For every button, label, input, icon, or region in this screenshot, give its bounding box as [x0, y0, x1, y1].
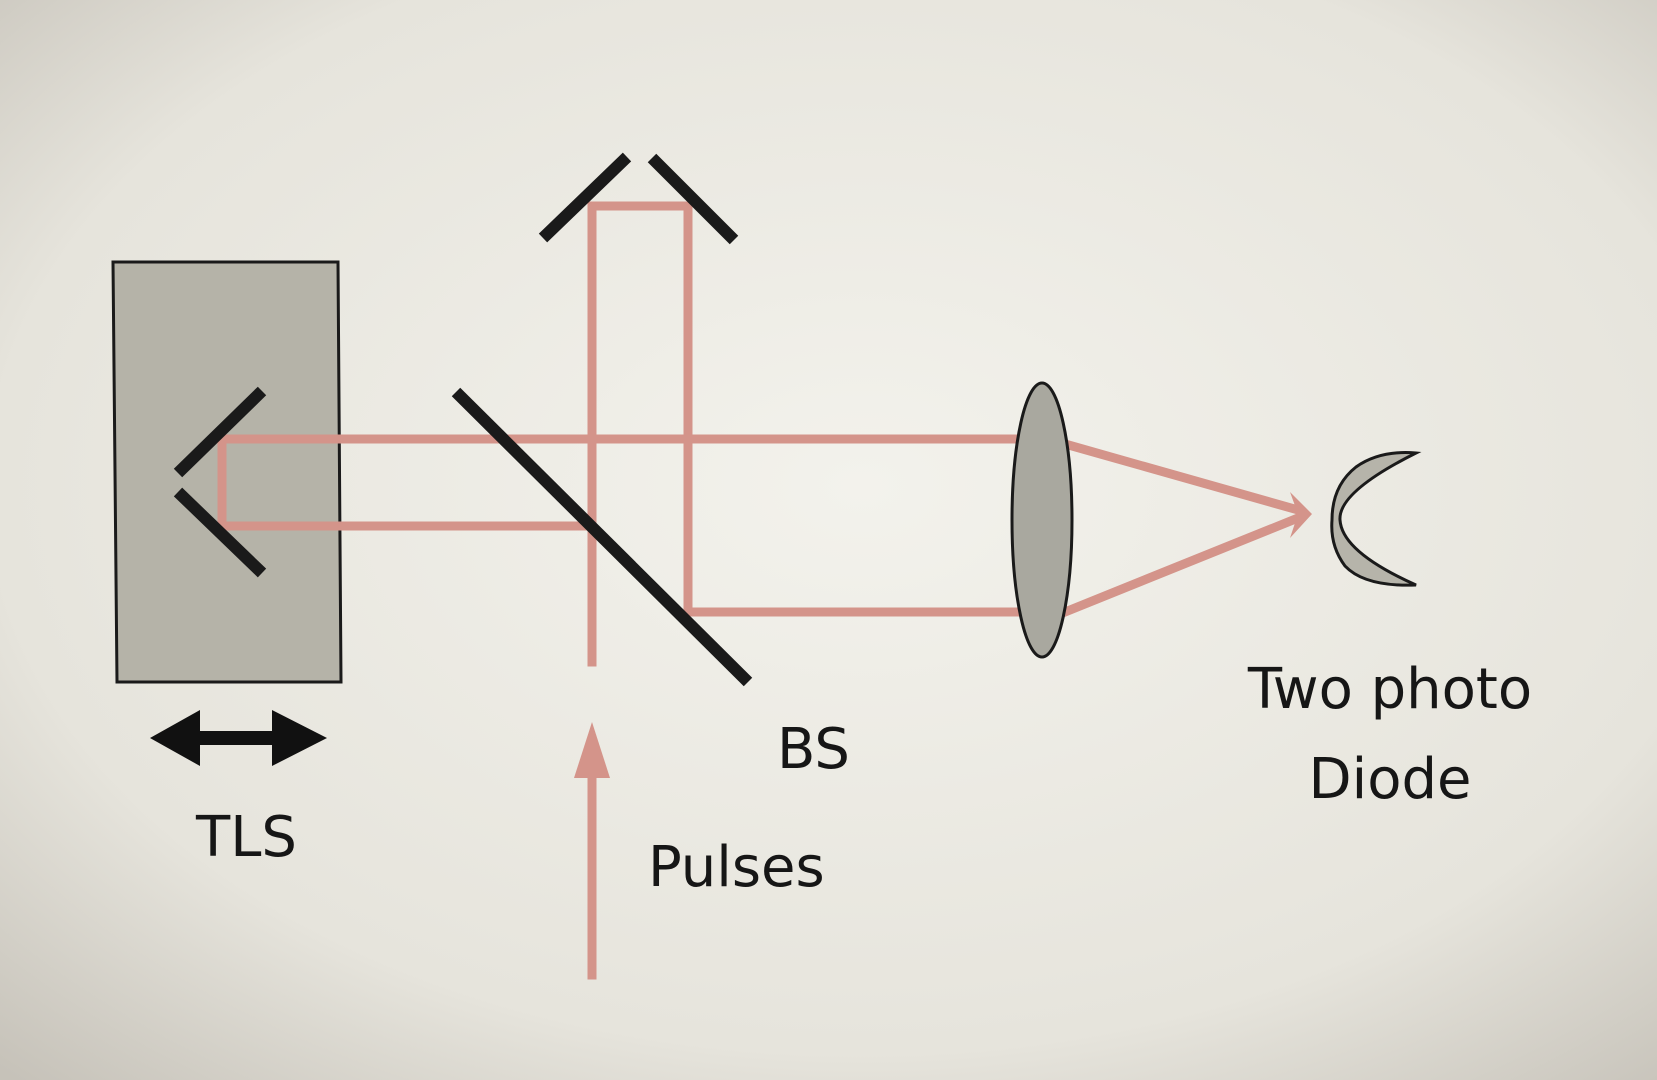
focusing-lens	[1010, 381, 1074, 659]
detector-label: Two photo Diode	[1240, 645, 1540, 825]
beam-arrowhead-diode	[1290, 492, 1312, 538]
beam-converge-upper	[1059, 438, 1304, 516]
tls-label: TLS	[196, 805, 297, 870]
pulses-label: Pulses	[648, 835, 825, 900]
top-mirror-left	[538, 152, 632, 243]
beam-splitter	[451, 387, 753, 687]
bs-label: BS	[777, 717, 850, 782]
detector-label-line2: Diode	[1308, 747, 1472, 812]
tls-mirror-lower	[173, 487, 267, 578]
beam-converge-lower	[1059, 512, 1304, 618]
beam-paths	[217, 201, 1304, 980]
mirrors	[173, 152, 753, 687]
translation-stage	[111, 260, 343, 684]
detector-label-line1: Two photo	[1247, 657, 1533, 722]
pulses-arrowhead	[574, 722, 610, 778]
two-photon-diode	[1330, 451, 1422, 587]
double-arrow-icon	[150, 710, 327, 766]
top-mirror-right	[647, 153, 739, 245]
tls-mirror-upper	[173, 386, 267, 478]
